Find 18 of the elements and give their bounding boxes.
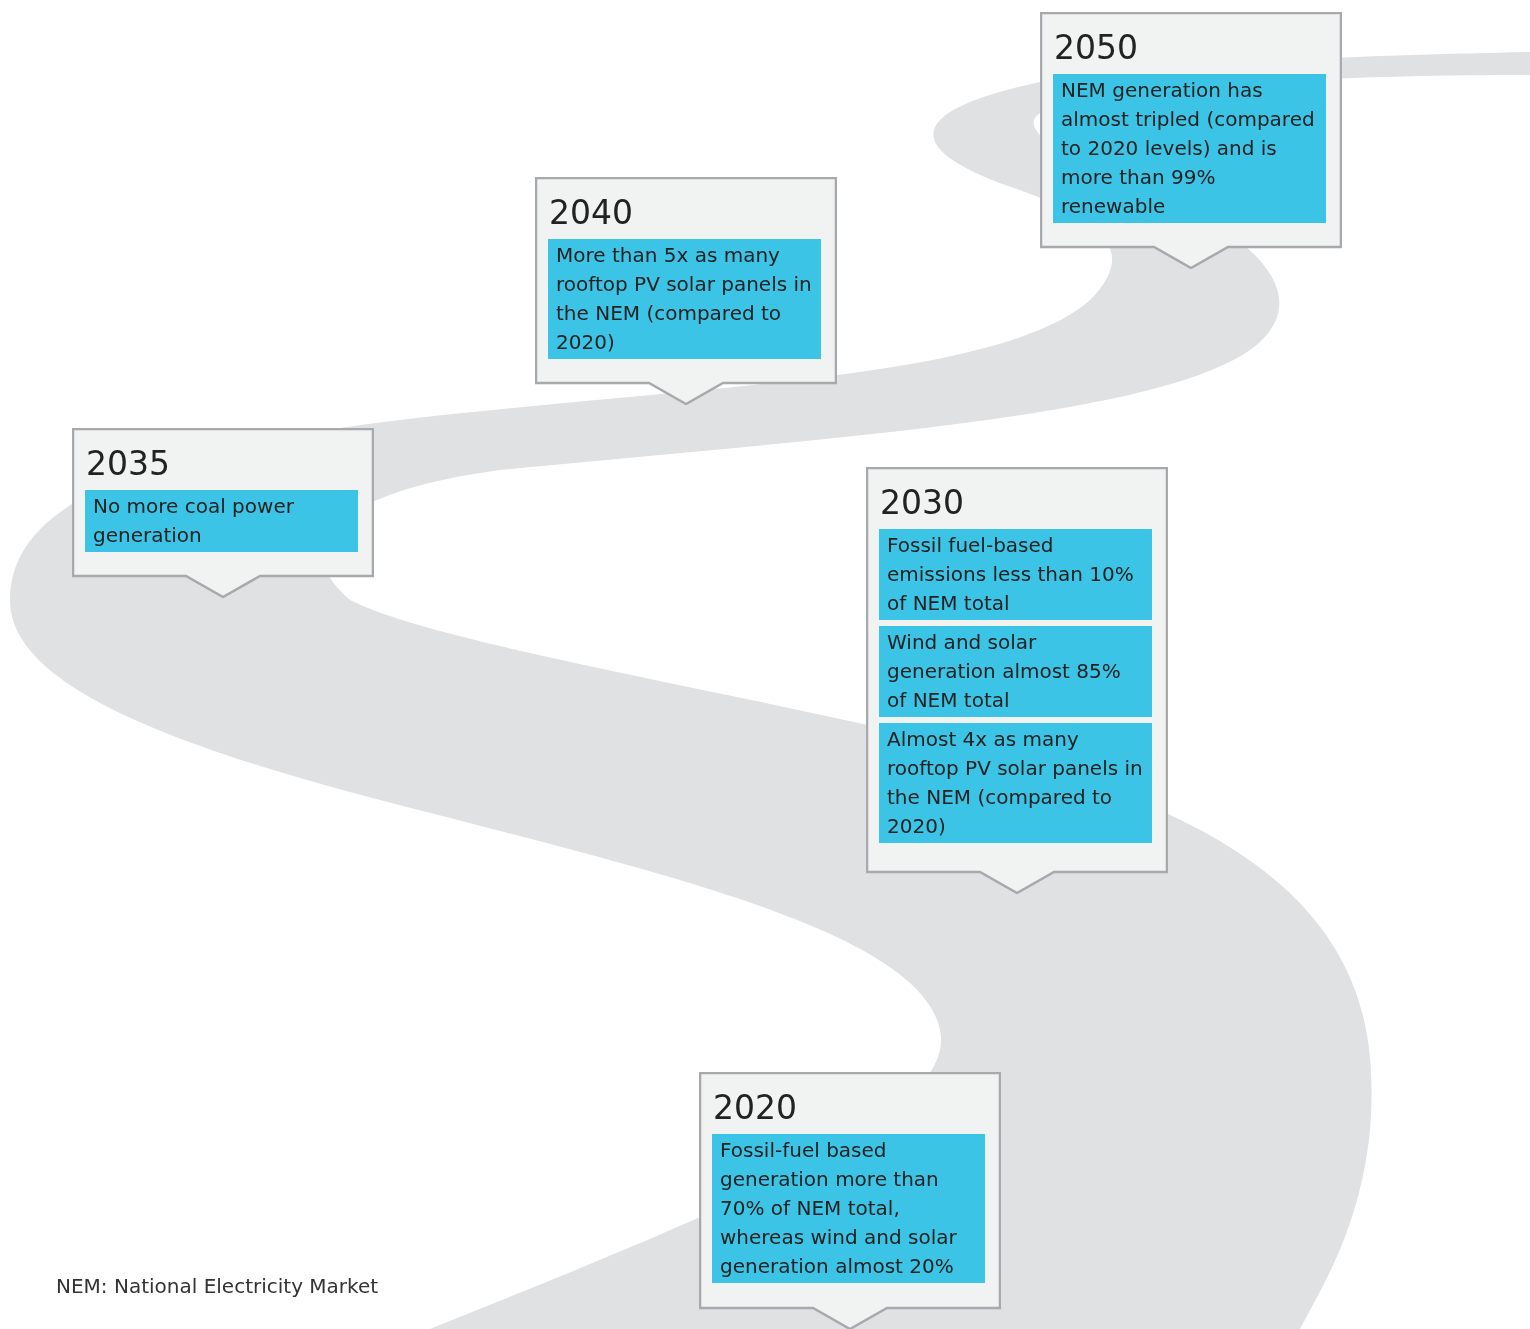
milestone-text: Fossil fuel-based emissions less than 10% of NEM total [879, 529, 1152, 620]
milestone-text: NEM generation has almost tripled (compared to 2020 levels) and is more than 99% renewable [1053, 74, 1326, 223]
milestone-text: Fossil-fuel based generation more than 70% of NEM total, whereas wind and solar generation almost 20% [712, 1134, 985, 1283]
year-heading: 2035 [86, 444, 170, 484]
callout-box [699, 1072, 1001, 1329]
callout-box [535, 177, 837, 405]
milestone-text: More than 5x as many rooftop PV solar panels in the NEM (compared to 2020) [548, 239, 821, 359]
milestone-text: Almost 4x as many rooftop PV solar panels in the NEM (compared to 2020) [879, 723, 1152, 843]
callout-box [866, 467, 1168, 894]
footnote: NEM: National Electricity Market [56, 1274, 379, 1298]
callout-box [72, 428, 374, 598]
year-heading: 2040 [549, 193, 633, 233]
callout-box [1040, 12, 1342, 269]
year-heading: 2020 [713, 1088, 797, 1128]
year-heading: 2050 [1054, 28, 1138, 68]
milestone-text: No more coal power generation [85, 490, 358, 552]
milestone-text: Wind and solar generation almost 85% of NEM total [879, 626, 1152, 717]
year-heading: 2030 [880, 483, 964, 523]
